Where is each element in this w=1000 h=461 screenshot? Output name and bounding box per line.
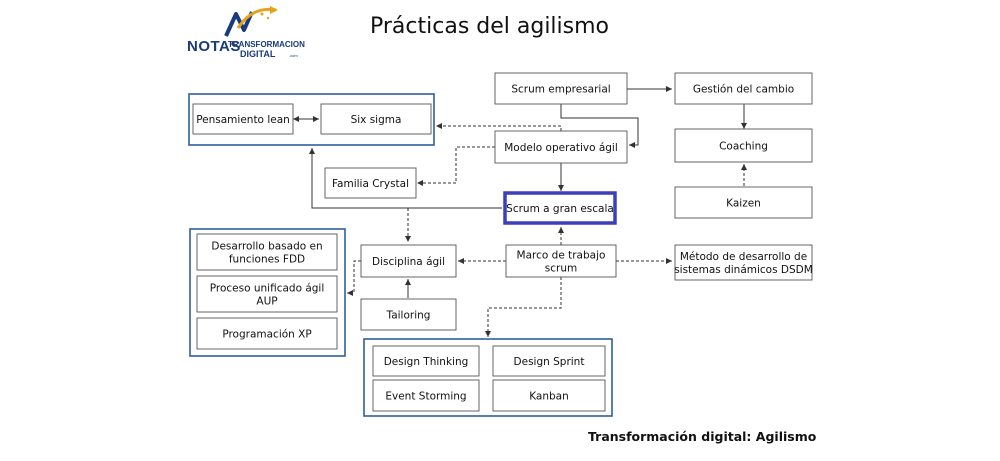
node-label: Coaching bbox=[719, 141, 768, 153]
node-modelo-operativo-agil: Modelo operativo ágil bbox=[494, 130, 628, 164]
node-kaizen: Kaizen bbox=[674, 186, 813, 219]
node-label: Event Storming bbox=[385, 391, 466, 403]
node-box bbox=[320, 103, 432, 135]
node-box bbox=[324, 167, 417, 199]
node-disciplina-agil: Disciplina ágil bbox=[360, 244, 457, 278]
node-label: Tailoring bbox=[386, 310, 431, 322]
node-six-sigma: Six sigma bbox=[320, 103, 432, 135]
node-gestion-del-cambio: Gestión del cambio bbox=[674, 72, 813, 105]
logo-line1: TRANSFORMACION bbox=[228, 40, 305, 49]
node-box bbox=[196, 317, 338, 350]
node-scrum-a-gran-escala: Scrum a gran escala bbox=[503, 191, 617, 225]
page-title: Prácticas del agilismo bbox=[370, 14, 610, 39]
node-programacion-xp: Programación XP bbox=[196, 317, 338, 350]
node-label: sistemas dinámicos DSDM bbox=[674, 264, 813, 276]
node-label: Método de desarrollo de bbox=[680, 251, 807, 263]
node-box bbox=[674, 72, 813, 105]
logo-word: NOTAS bbox=[187, 38, 241, 55]
node-kanban: Kanban bbox=[492, 379, 606, 412]
node-label: Kaizen bbox=[726, 198, 761, 210]
node-box bbox=[192, 103, 294, 135]
node-label: Gestión del cambio bbox=[693, 84, 794, 96]
edge-scrum-empresarial-modelo bbox=[560, 104, 639, 148]
node-label: Programación XP bbox=[222, 329, 311, 341]
lean-group bbox=[188, 93, 435, 146]
node-label: Kanban bbox=[529, 391, 569, 403]
node-label: funciones FDD bbox=[229, 254, 305, 266]
edges-layer bbox=[293, 86, 747, 337]
node-label: Design Sprint bbox=[514, 356, 585, 368]
logo-line2: DIGITAL bbox=[240, 49, 276, 59]
node-box bbox=[360, 244, 457, 278]
node-coaching: Coaching bbox=[674, 128, 813, 163]
node-box bbox=[492, 379, 606, 412]
footer-caption: Transformación digital: Agilismo bbox=[588, 429, 817, 444]
nodes-layer: Pensamiento lean Six sigma Scrum empresari… bbox=[192, 72, 813, 412]
node-label: Six sigma bbox=[351, 114, 402, 126]
node-box bbox=[372, 379, 480, 412]
node-scrum-empresarial: Scrum empresarial bbox=[494, 72, 628, 105]
node-familia-crystal: Familia Crystal bbox=[324, 167, 417, 199]
node-label: Pensamiento lean bbox=[196, 114, 290, 126]
node-box bbox=[494, 72, 628, 105]
node-label: scrum bbox=[545, 263, 577, 275]
node-label: Scrum empresarial bbox=[511, 84, 610, 96]
node-label: Design Thinking bbox=[384, 356, 469, 368]
node-box bbox=[360, 298, 457, 331]
node-label: Familia Crystal bbox=[332, 178, 409, 190]
node-box bbox=[196, 233, 338, 271]
edge-gran-escala-lean bbox=[309, 148, 502, 209]
design-group bbox=[363, 338, 613, 417]
node-label: Desarrollo basado en bbox=[211, 241, 322, 253]
node-label: AUP bbox=[256, 296, 277, 308]
node-box bbox=[494, 130, 628, 164]
node-label: Scrum a gran escala bbox=[506, 203, 614, 215]
node-label: Proceso unificado ágil bbox=[210, 283, 325, 295]
node-box bbox=[492, 345, 606, 377]
node-box bbox=[196, 275, 338, 313]
node-event-storming: Event Storming bbox=[372, 379, 480, 412]
node-label: Marco de trabajo bbox=[517, 250, 606, 262]
edge-disciplina-fdd bbox=[347, 260, 361, 296]
node-pensamiento-lean: Pensamiento lean bbox=[192, 103, 294, 135]
node-design-sprint: Design Sprint bbox=[492, 345, 606, 377]
node-design-thinking: Design Thinking bbox=[372, 345, 480, 377]
node-tailoring: Tailoring bbox=[360, 298, 457, 331]
edge-modelo-crystal bbox=[417, 146, 495, 186]
node-box bbox=[674, 186, 813, 219]
edge-modelo-six-sigma bbox=[436, 123, 562, 131]
edge-marco-design bbox=[485, 277, 562, 337]
node-box bbox=[674, 244, 813, 281]
fdd-group bbox=[189, 228, 346, 357]
node-box bbox=[674, 128, 813, 163]
logo-mark-icon bbox=[224, 6, 278, 37]
node-label: Modelo operativo ágil bbox=[504, 142, 618, 154]
node-box bbox=[505, 244, 617, 278]
node-box bbox=[503, 191, 617, 225]
node-label: Disciplina ágil bbox=[372, 256, 445, 268]
node-box bbox=[372, 345, 480, 377]
logo-line3: .com bbox=[289, 53, 298, 58]
